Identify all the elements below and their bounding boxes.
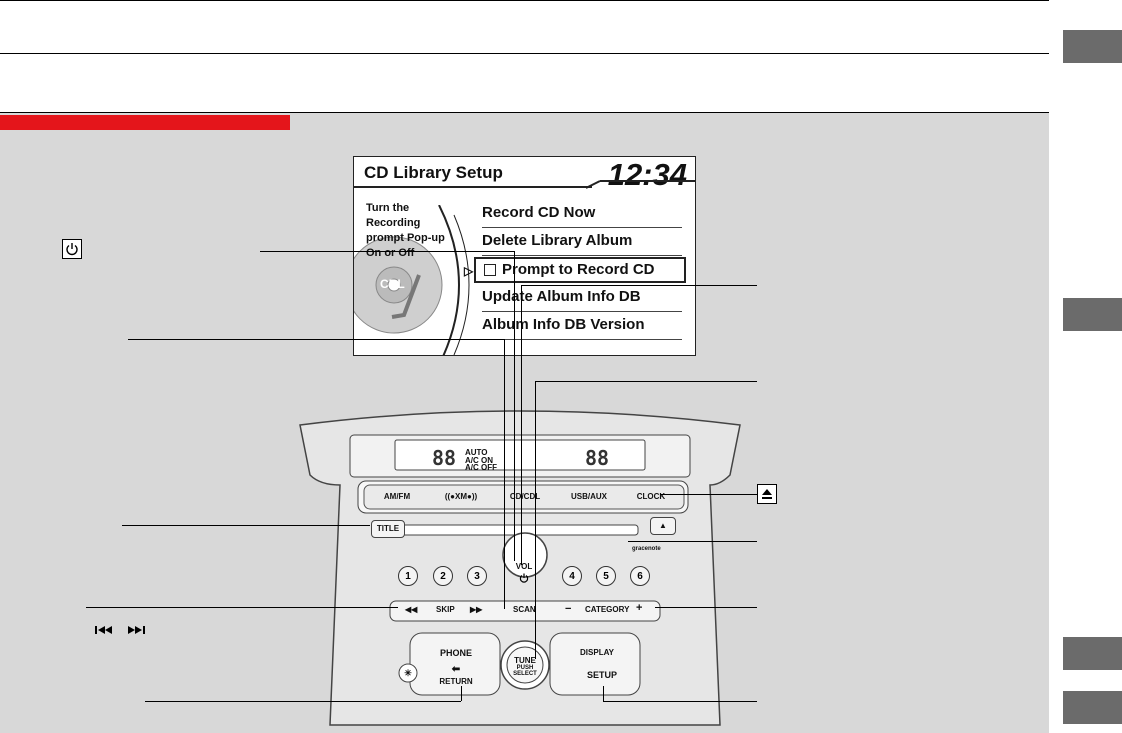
cursor-arrow-icon: ▷: [464, 264, 474, 278]
skip-label: SKIP: [436, 605, 455, 614]
category-minus-button[interactable]: −: [565, 603, 572, 615]
leader-eject: [660, 494, 757, 495]
leader-slot: [628, 541, 757, 542]
temp-display-left: 88: [432, 446, 457, 470]
cd-library-screen: CD Library Setup 12:34 Turn the Recordin…: [353, 156, 696, 356]
preset-3-button[interactable]: 3: [467, 566, 487, 586]
return-icon: ⬅: [451, 664, 461, 675]
preset-1-button[interactable]: 1: [398, 566, 418, 586]
temp-display-right: 88: [585, 446, 610, 470]
leader-category: [655, 607, 757, 608]
eject-button[interactable]: ▲: [650, 517, 676, 535]
menu-delete-library-album[interactable]: Delete Library Album: [482, 229, 682, 256]
menu-prompt-to-record-cd[interactable]: ▷ Prompt to Record CD: [464, 257, 686, 283]
leader-setup-v: [603, 686, 604, 701]
screen-title: CD Library Setup: [364, 163, 503, 182]
audio-unit-outline: [299, 410, 741, 726]
category-label: CATEGORY: [585, 605, 630, 614]
screen-header-divider: [354, 186, 592, 188]
checkbox-icon[interactable]: [484, 264, 496, 277]
gracenote-logo: gracenote: [632, 546, 661, 552]
phone-button[interactable]: PHONE: [439, 648, 472, 658]
leader-prompt-v: [521, 285, 522, 565]
scan-button[interactable]: SCAN: [513, 605, 536, 614]
leader-return: [145, 701, 461, 702]
skip-forward-icon: [125, 624, 147, 636]
display-acon-label: A/C ON: [465, 456, 493, 465]
power-icon: [62, 239, 82, 259]
brightness-button[interactable]: ✳: [404, 668, 412, 678]
menu-album-info-db-version[interactable]: Album Info DB Version: [482, 313, 682, 340]
preset-6-button[interactable]: 6: [630, 566, 650, 586]
section-header-bar: [0, 115, 290, 130]
clock-button[interactable]: CLOCK: [636, 492, 666, 501]
leader-power: [260, 251, 514, 252]
display-button[interactable]: DISPLAY: [580, 648, 614, 657]
cd-cdl-button[interactable]: CD/CDL: [509, 492, 541, 501]
menu-prompt-label: Prompt to Record CD: [502, 261, 655, 278]
setup-button[interactable]: SETUP: [586, 670, 617, 680]
xm-button[interactable]: ((●XM●)): [444, 492, 478, 501]
side-tab-1[interactable]: [1063, 30, 1122, 63]
display-acoff-label: A/C OFF: [465, 463, 497, 472]
category-plus-button[interactable]: +: [636, 602, 643, 614]
vol-knob-label[interactable]: VOL: [515, 562, 533, 571]
side-tab-3[interactable]: [1063, 637, 1122, 670]
section-rule: [0, 112, 1049, 113]
usb-aux-button[interactable]: USB/AUX: [570, 492, 607, 501]
side-tab-2[interactable]: [1063, 298, 1122, 331]
display-auto-label: AUTO: [465, 448, 488, 457]
skip-next-button[interactable]: ▶▶: [470, 605, 483, 614]
cd-disc-graphic: [354, 205, 470, 355]
top-rule: [0, 0, 1049, 1]
vol-power-icon: [518, 572, 530, 584]
leader-power-v: [514, 251, 515, 561]
leader-title: [122, 525, 370, 526]
leader-scan-v: [504, 339, 505, 609]
leader-setup: [603, 701, 757, 702]
leader-cd: [535, 381, 757, 382]
skip-back-icon: [93, 624, 115, 636]
return-button[interactable]: RETURN: [439, 677, 473, 686]
eject-icon: [757, 484, 777, 504]
title-button[interactable]: TITLE: [371, 520, 405, 538]
am-fm-button[interactable]: AM/FM: [383, 492, 411, 501]
preset-5-button[interactable]: 5: [596, 566, 616, 586]
disc-label: CDL: [380, 277, 405, 291]
push-select-label: PUSH SELECT: [513, 665, 537, 677]
leader-skip: [86, 607, 398, 608]
leader-cd-v: [535, 381, 536, 659]
screen-hint-text: Turn the Recording prompt Pop-up On or O…: [366, 202, 445, 259]
header-rule: [0, 53, 1049, 54]
leader-prompt: [521, 285, 757, 286]
menu-record-cd-now[interactable]: Record CD Now: [482, 201, 682, 228]
skip-prev-button[interactable]: ◀◀: [405, 605, 418, 614]
tune-knob-label[interactable]: TUNE: [514, 656, 536, 665]
preset-4-button[interactable]: 4: [562, 566, 582, 586]
screen-header-slant: [586, 180, 695, 189]
leader-scan: [128, 339, 504, 340]
screen-clock: 12:34: [607, 157, 687, 192]
preset-2-button[interactable]: 2: [433, 566, 453, 586]
side-tab-4[interactable]: [1063, 691, 1122, 724]
leader-return-v: [461, 686, 462, 701]
menu-update-album-info-db[interactable]: Update Album Info DB: [482, 285, 682, 312]
